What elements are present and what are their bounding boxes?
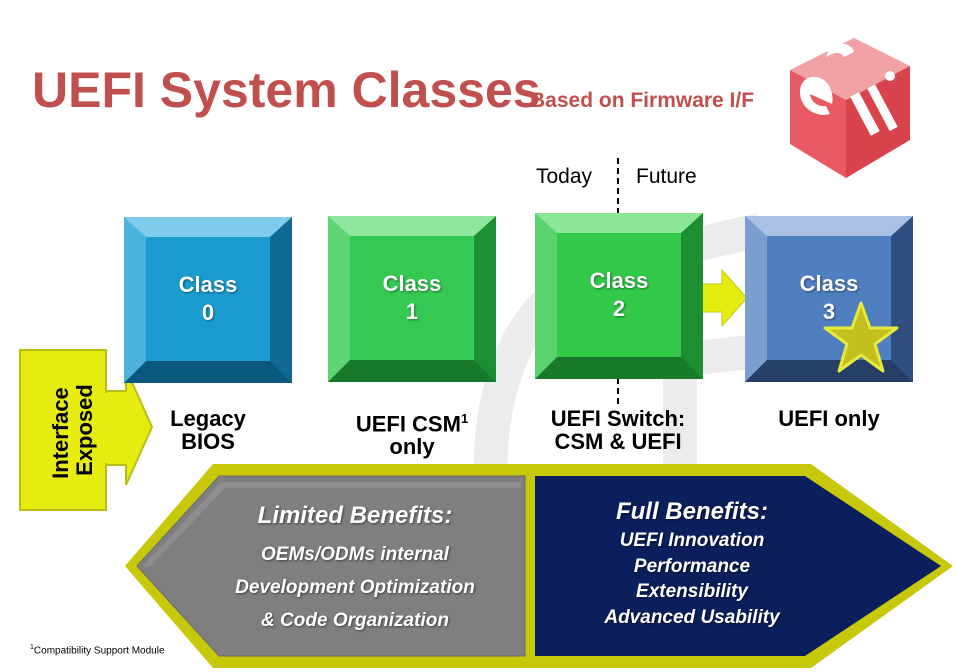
today-label: Today [536,165,593,188]
class-0-number: 0 [201,300,215,325]
limited-benefits-list: OEMs/ODMs internal Development Optimizat… [195,538,515,637]
class-3-block: Class 3 [745,216,913,382]
limited-benefit-item: Development Optimization [235,577,475,598]
limited-benefit-item: OEMs/ODMs internal [261,544,449,565]
today-future-divider-top [617,158,619,214]
limited-benefit-item: & Code Organization [261,610,449,631]
class-3-label: Class [799,271,859,296]
full-benefits-list: UEFI Innovation Performance Extensibilit… [552,528,832,630]
full-benefit-item: Advanced Usability [604,606,780,628]
interface-label-line2: Exposed [72,384,97,476]
interface-label-line1: Interface [48,387,73,479]
page-title: UEFI System Classes [32,62,541,118]
future-label: Future [636,165,697,188]
benefits-banner [125,464,953,668]
class-2-number: 2 [612,296,626,321]
class-1-description: UEFI CSM1 only [318,407,506,458]
class-2-description: UEFI Switch: CSM & UEFI [512,407,724,453]
full-benefit-item: Extensibility [636,581,748,602]
uefi-logo [790,38,910,178]
class-3-description: UEFI only [735,407,923,430]
star-icon [823,301,899,373]
class-0-label: Class [178,272,238,297]
limited-benefits-title: Limited Benefits: [257,502,453,529]
full-benefit-item: UEFI Innovation [619,530,765,551]
page-subtitle: Based on Firmware I/F [530,89,755,112]
class-1-footnote-marker: 1 [460,411,469,426]
svg-text:Interface Exposed: Interface Exposed [48,381,97,479]
class-0-desc-line1: Legacy [170,406,246,431]
class2-to-class3-arrow [700,268,748,328]
today-future-divider-bottom [617,378,619,404]
full-benefits-title: Full Benefits: [615,498,768,525]
class-3-number: 3 [822,299,836,324]
class-2-label: Class [589,268,649,293]
class-1-label: Class [382,271,442,296]
class-1-number: 1 [405,299,419,324]
interface-exposed-arrow: Interface Exposed [19,349,154,511]
class-1-desc-line1: UEFI CSM [355,411,461,437]
full-benefit-item: Performance [633,555,751,577]
footnote: 1Compatibility Support Module [30,644,165,656]
footnote-text: Compatibility Support Module [33,645,165,657]
footnote-marker: 1 [30,644,34,651]
class-2-desc-line1: UEFI Switch: [550,406,686,431]
class-2-block: Class 2 [535,213,703,379]
class-0-desc-line2: BIOS [181,429,235,454]
class-1-block: Class 1 [328,216,496,382]
class-0-description: Legacy BIOS [124,407,292,453]
class-1-desc-line2: only [389,434,435,460]
class-0-block: Class 0 [124,217,292,383]
class-3-desc-line1: UEFI only [778,406,880,431]
class-2-desc-line2: CSM & UEFI [554,429,682,454]
